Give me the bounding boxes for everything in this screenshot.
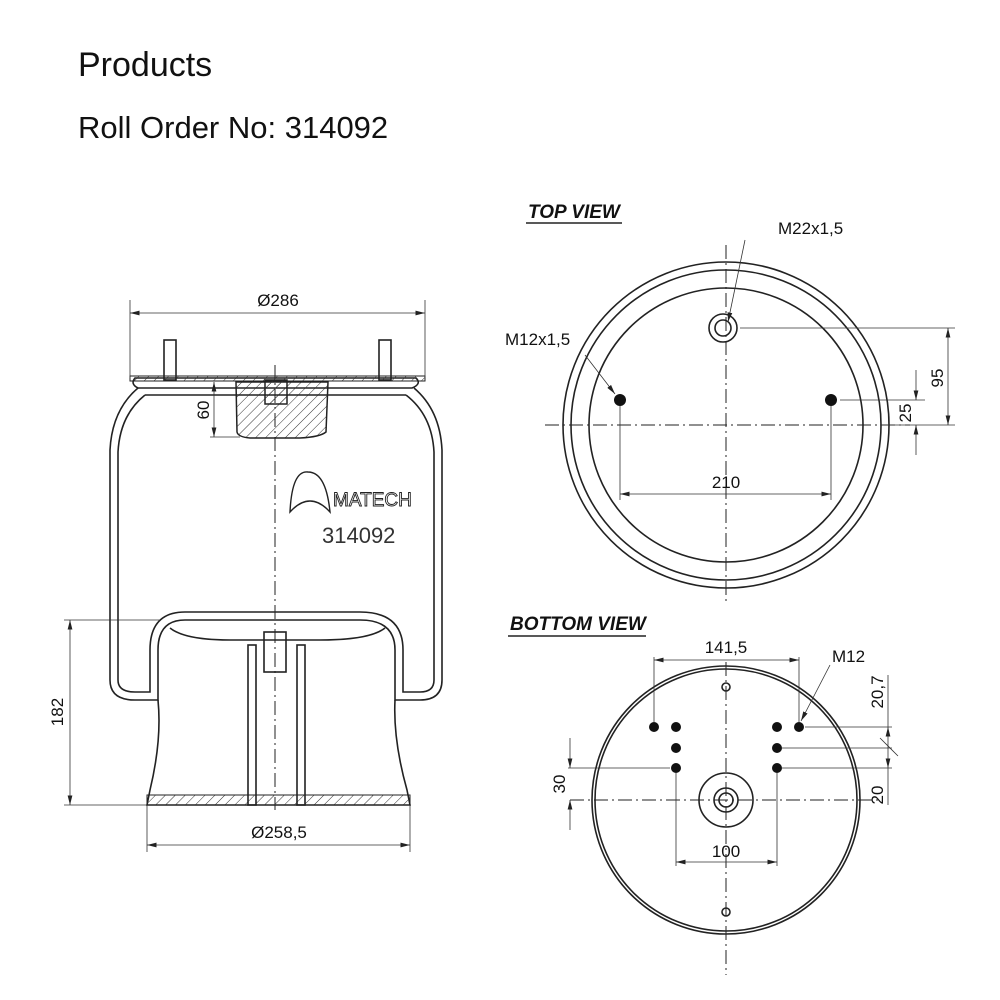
dim-top-diameter: Ø286	[257, 291, 299, 310]
side-view: Ø286 60 182 Ø258,5 MATECH 314092	[48, 291, 443, 852]
center-nut	[263, 631, 287, 673]
bellows-inner	[117, 394, 435, 693]
logo-text: MATECH	[333, 490, 412, 511]
roll-order-number: Roll Order No: 314092	[78, 110, 389, 145]
stud-right	[378, 339, 392, 381]
dim-height: 182	[48, 698, 67, 726]
part-number: 314092	[322, 523, 395, 548]
dim-block-height: 60	[194, 401, 213, 420]
thread-label: M12	[832, 647, 865, 666]
dim-bottom-diameter: Ø258,5	[251, 823, 307, 842]
bottom-view-label: BOTTOM VIEW	[510, 614, 648, 635]
dim-outer-spacing: 141,5	[705, 638, 748, 657]
page-title: Products	[78, 46, 213, 84]
mounting-holes	[649, 722, 804, 773]
stud-hole-right	[825, 394, 837, 406]
top-view: TOP VIEW M22x1,5 M12x1,5 210 95 25	[505, 202, 955, 605]
piston	[146, 699, 411, 806]
dim-center-offset: 95	[928, 369, 947, 388]
top-view-label: TOP VIEW	[528, 202, 622, 223]
stud-left	[163, 339, 177, 381]
dim-stud-offset: 25	[896, 404, 915, 423]
matech-logo-icon	[289, 471, 331, 515]
thread-studs-label: M12x1,5	[505, 330, 570, 349]
center-port	[713, 787, 739, 813]
m22-port	[708, 313, 738, 343]
dim-inner-spacing: 100	[712, 842, 740, 861]
dim-stud-spacing: 210	[712, 473, 740, 492]
stud-hole-left	[614, 394, 626, 406]
bottom-view: BOTTOM VIEW 141,5 M12 20,7 20 30 100	[508, 614, 899, 975]
bump-stop	[235, 381, 329, 439]
bellows-outer	[109, 387, 443, 701]
dim-row-spacing: 20,7	[868, 675, 887, 708]
dim-right-offset: 20	[868, 786, 887, 805]
thread-center-label: M22x1,5	[778, 219, 843, 238]
dim-left-offset: 30	[550, 775, 569, 794]
